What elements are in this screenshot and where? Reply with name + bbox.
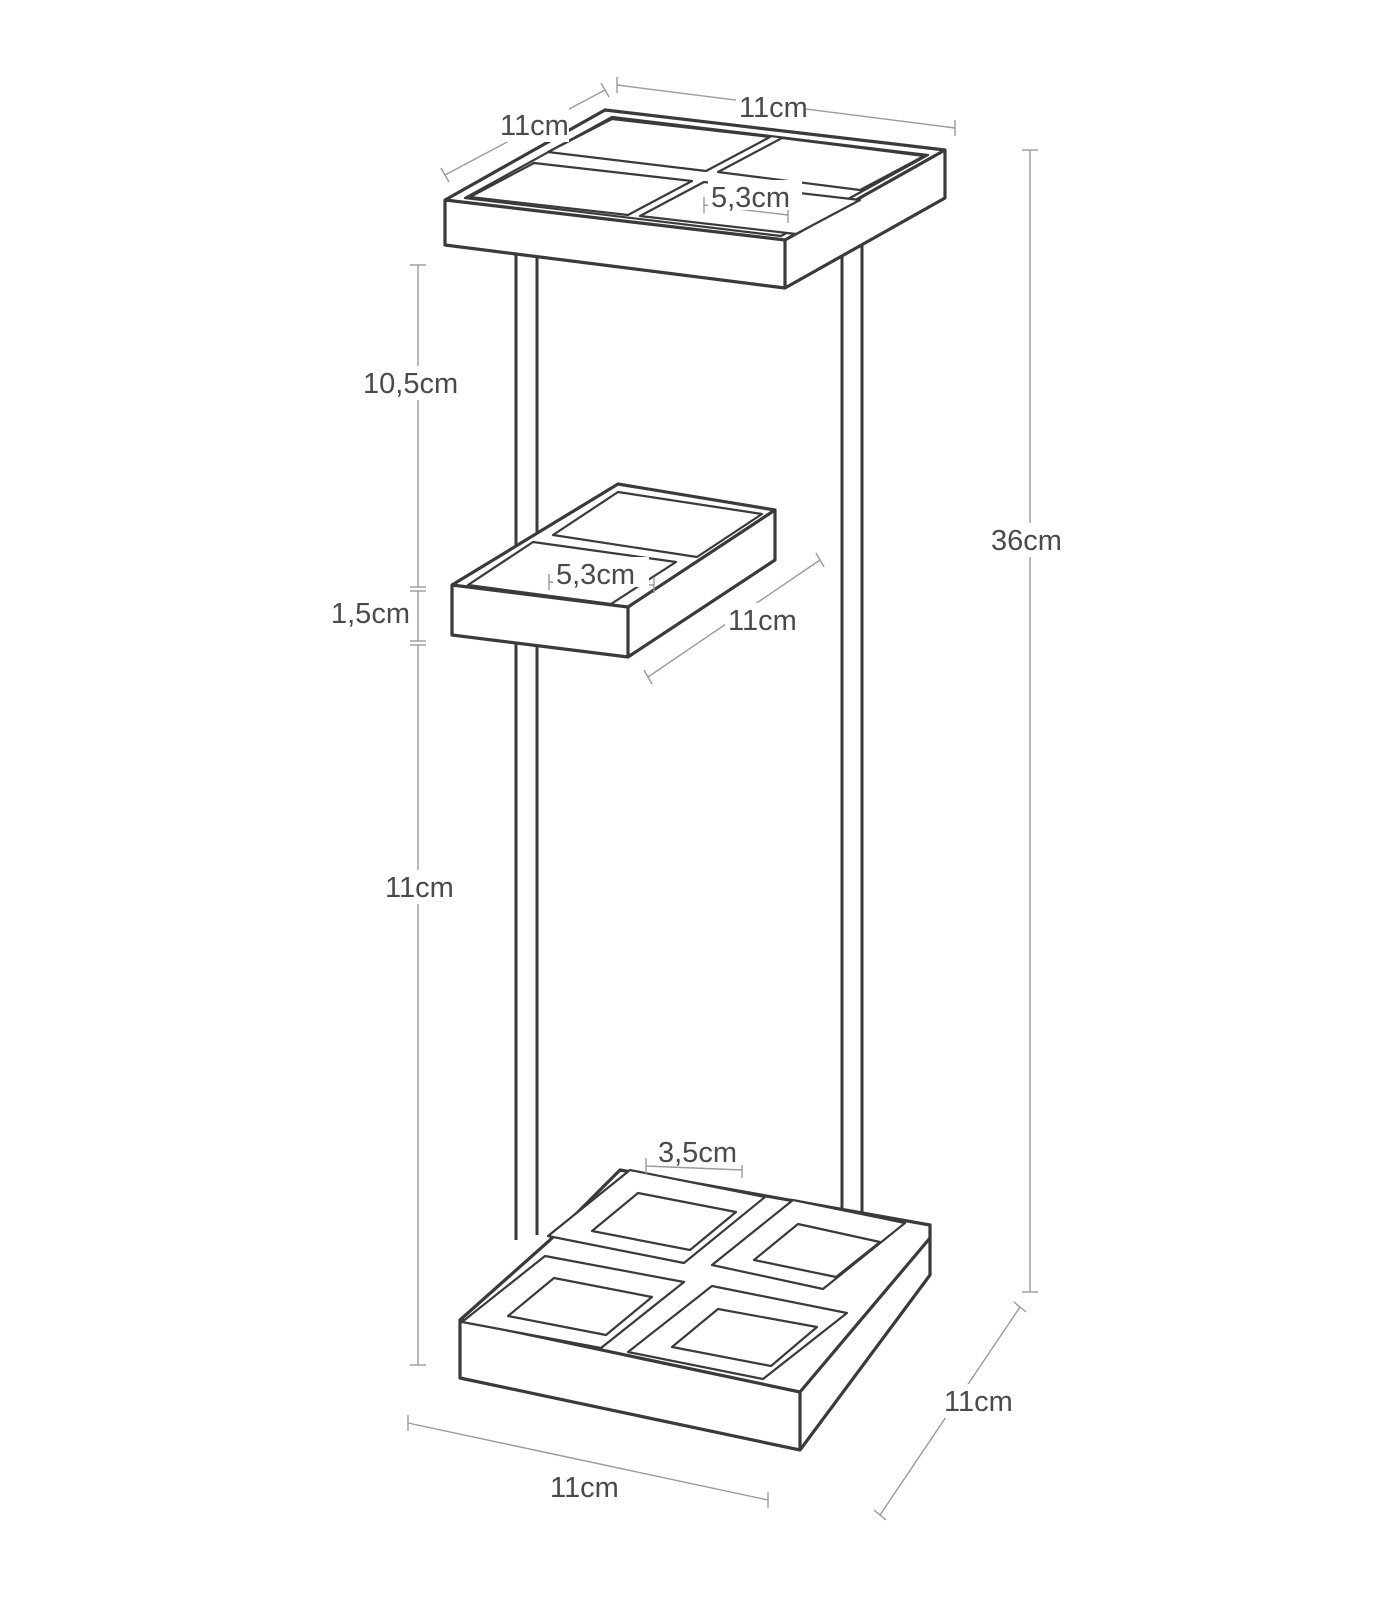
support-rods (514, 232, 864, 1305)
label-base-width: 11cm (550, 1472, 619, 1504)
label-base-cell: 3,5cm (658, 1137, 737, 1169)
label-top-depth: 11cm (500, 110, 569, 142)
label-total-height: 36cm (991, 525, 1062, 557)
label-shelf-depth: 11cm (728, 605, 797, 637)
label-shelf-thickness: 1,5cm (331, 598, 410, 630)
label-top-cell: 5,3cm (711, 182, 790, 214)
label-gap-lower: 11cm (385, 872, 454, 904)
label-base-depth: 11cm (944, 1386, 1013, 1418)
base (458, 1168, 932, 1452)
label-gap-upper: 10,5cm (363, 368, 458, 400)
dimension-labels: 11cm 11cm 5,3cm 10,5cm 1,5cm 11cm 36cm 5… (328, 90, 1072, 1504)
label-top-width: 11cm (739, 92, 808, 124)
top-frame (443, 108, 947, 290)
label-shelf-cell: 5,3cm (556, 559, 635, 591)
